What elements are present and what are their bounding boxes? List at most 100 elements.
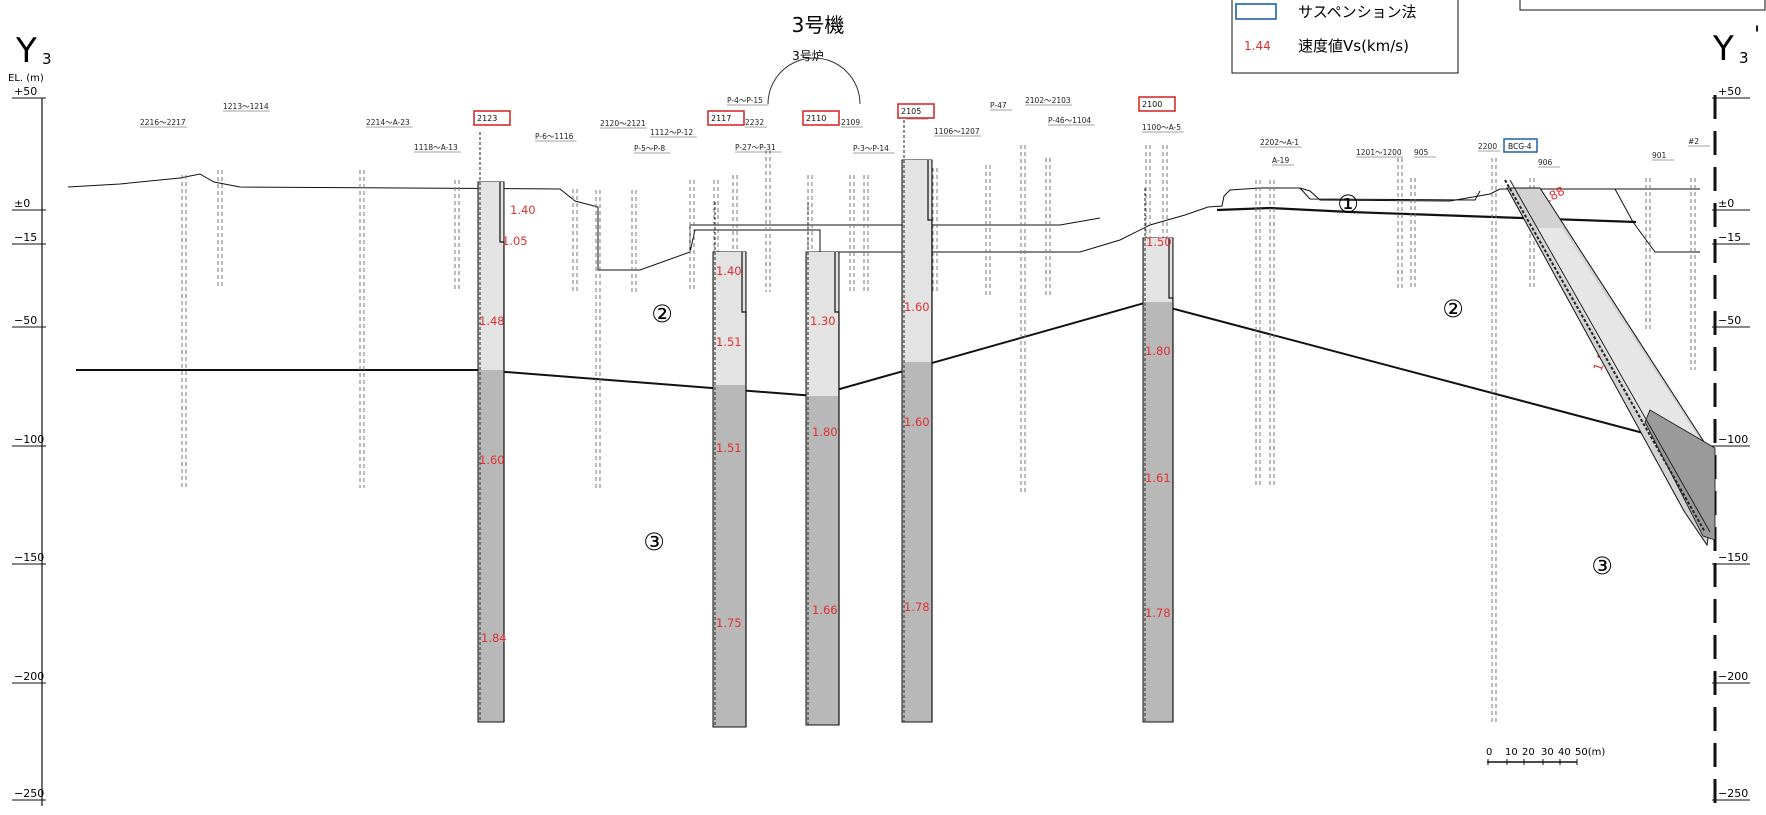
section-right-mark: ' [1754, 23, 1760, 48]
column-upper-zone [903, 160, 931, 362]
scale-label: 40 [1558, 747, 1571, 758]
reactor-dome [767, 57, 861, 105]
section-right-label: Y [1712, 29, 1734, 69]
velocity-value: 1.40 [716, 264, 742, 278]
velocity-value: 1.60 [904, 300, 930, 314]
velocity-value: 1.78 [904, 600, 930, 614]
borehole-label: 2102～2103 [1025, 96, 1071, 105]
velocity-value: 1.30 [810, 314, 836, 328]
borehole-label: 1201～1200 [1356, 148, 1402, 157]
borehole-label: P-4～P-15 [727, 96, 763, 105]
elevation-ticks-right: +50±0−15−50−100−150−200−250 [1712, 85, 1750, 801]
column-profile [927, 160, 933, 722]
excavation-outline [689, 217, 1101, 252]
elev-tick-right-label: −15 [1718, 231, 1741, 244]
layer-marker-3-right: ③ [1591, 552, 1613, 580]
borehole-name-box [897, 103, 935, 119]
borehole-label: 1106～1207 [934, 127, 980, 136]
borehole-name-box [707, 110, 745, 126]
suspension-legend-swatch [1235, 3, 1277, 20]
elev-tick-right-label: −250 [1718, 787, 1748, 800]
velocity-value: 1.61 [1145, 471, 1171, 485]
section-left-sub: 3 [42, 50, 52, 68]
elev-tick-right-label: −50 [1718, 314, 1741, 327]
borehole-label: P-46～1104 [1048, 116, 1091, 125]
borehole-name: BCG-4 [1508, 142, 1532, 151]
borehole-label: P-47 [990, 101, 1007, 110]
section-right-sub: 3 [1739, 49, 1749, 67]
bcg4-axis-line-2 [1509, 179, 1711, 533]
velocity-value: 1.05 [502, 234, 528, 248]
bcg4-inclined-borehole [1504, 179, 1716, 547]
velocity-value: 1.84 [481, 631, 507, 645]
elev-tick-right-label: −100 [1718, 433, 1748, 446]
borehole-name: 2117 [711, 114, 731, 123]
elev-tick-right-label: −200 [1718, 670, 1748, 683]
velocity-columns: 2123 1.40 1.05 1.48 1.60 1.84 2117 1.40 1.51 1.51… [473, 96, 1696, 728]
velocity-value: 1.48 [479, 314, 505, 328]
elev-tick-right-label: −150 [1718, 551, 1748, 564]
velocity-value: 1.66 [812, 603, 838, 617]
title-block-edge [1519, 0, 1766, 11]
column-upper-zone [1144, 238, 1172, 302]
borehole-name: 2123 [477, 114, 497, 123]
layer-markers: ① ② ② ③ ③ [643, 190, 1613, 580]
borehole-label: #2 [1688, 137, 1699, 146]
velocity-column-2117: 2117 1.40 1.51 1.51 1.75 [707, 110, 747, 728]
velocity-value: 1.80 [812, 425, 838, 439]
scale-label: 10 [1505, 747, 1518, 758]
section-left-label: Y [15, 31, 37, 71]
borehole-label: 2214～A-23 [366, 118, 410, 127]
elev-tick-left-label: ±0 [14, 197, 30, 210]
layer-marker-2-right: ② [1442, 295, 1464, 323]
velocity-value: 1.51 [716, 335, 742, 349]
borehole-label: P-5～P-8 [634, 144, 665, 153]
column-profile [741, 252, 747, 727]
borehole-label: P-27～P-31 [735, 143, 776, 152]
column-upper-zone [714, 252, 745, 385]
borehole-label: 1213～1214 [223, 102, 269, 111]
borehole-label: 906 [1538, 158, 1553, 167]
borehole-label: 901 [1652, 151, 1667, 160]
velocity-value: 1.78 [1145, 606, 1171, 620]
borehole-label: 2200 [1478, 142, 1497, 151]
borehole-name: 2105 [901, 107, 921, 116]
velocity-value: 1.60 [904, 415, 930, 429]
velocity-value: 1.40 [510, 203, 536, 217]
velocity-value: 1.75 [716, 616, 742, 630]
scale-label: 0 [1486, 747, 1492, 758]
elev-tick-right-label: +50 [1718, 85, 1741, 98]
velocity-column-2105: 2105 1.60 1.60 1.78 [897, 103, 935, 723]
legend-frame [1231, 0, 1459, 74]
elev-axis-label: EL. (m) [8, 73, 44, 84]
scale-label: 20 [1522, 747, 1535, 758]
legend: サスペンション法 1.44 速度値Vs(km/s) [1231, 0, 1459, 74]
layer-marker-3-left: ③ [643, 528, 665, 556]
velocity-value: 1.50 [1146, 235, 1172, 249]
elev-tick-left-label: −250 [14, 787, 44, 800]
embankment-outline [1614, 188, 1700, 253]
layer-marker-1: ① [1337, 190, 1359, 218]
borehole-name-box [1138, 96, 1176, 112]
layer-marker-2-left: ② [651, 300, 673, 328]
suspension-legend-label: サスペンション法 [1298, 3, 1417, 21]
velocity-column-2100: 2100 1.50 1.80 1.61 1.78 [1138, 96, 1176, 723]
layer1-boundary [1216, 206, 1637, 224]
column-profile [499, 182, 505, 722]
borehole-labels: 2216～22171213～12142214～A-231118～A-13P-6～… [140, 96, 1710, 168]
column-profile [834, 252, 840, 725]
velocity-value: 1.51 [716, 441, 742, 455]
ground-surface-line [67, 173, 1700, 271]
velocity-value: 1.80 [1145, 344, 1171, 358]
elev-tick-left-label: −150 [14, 551, 44, 564]
borehole-name: 2100 [1142, 100, 1162, 109]
elev-tick-left-label: −200 [14, 670, 44, 683]
bcg4-axis-line [1504, 179, 1706, 533]
borehole-label: A-19 [1272, 156, 1289, 165]
elevation-ticks-left: +50±0−15−50−100−150−200−250 [12, 85, 46, 801]
